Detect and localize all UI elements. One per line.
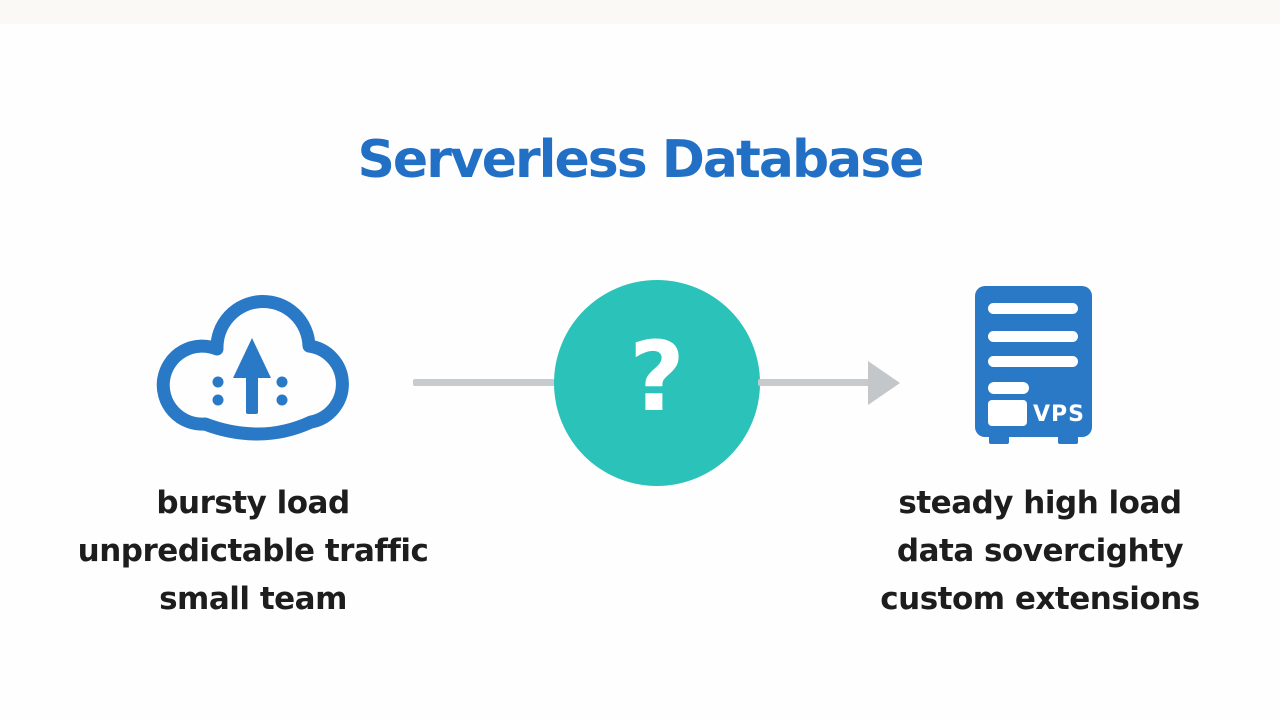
question-circle: ? [554,280,760,486]
page-title: Serverless Database [357,130,924,190]
question-mark-icon: ? [629,321,685,433]
left-feature-list: bursty load unpredictable traffic small … [43,479,463,623]
left-connector-line [413,379,555,386]
vps-server-icon: VPS [975,286,1092,444]
right-feature-line: steady high load [898,485,1182,521]
right-feature-list: steady high load data sovercighty custom… [830,479,1250,623]
vps-label: VPS [1033,402,1085,427]
left-feature-line: small team [159,581,347,617]
left-feature-line: bursty load [156,485,350,521]
right-feature-line: custom extensions [880,581,1200,617]
cloud-upload-icon [156,295,349,441]
right-connector-line [758,379,874,386]
right-arrow-head-icon [868,361,900,405]
top-edge-tint [0,0,1280,24]
right-feature-line: data sovercighty [896,533,1184,569]
left-feature-line: unpredictable traffic [77,533,429,569]
